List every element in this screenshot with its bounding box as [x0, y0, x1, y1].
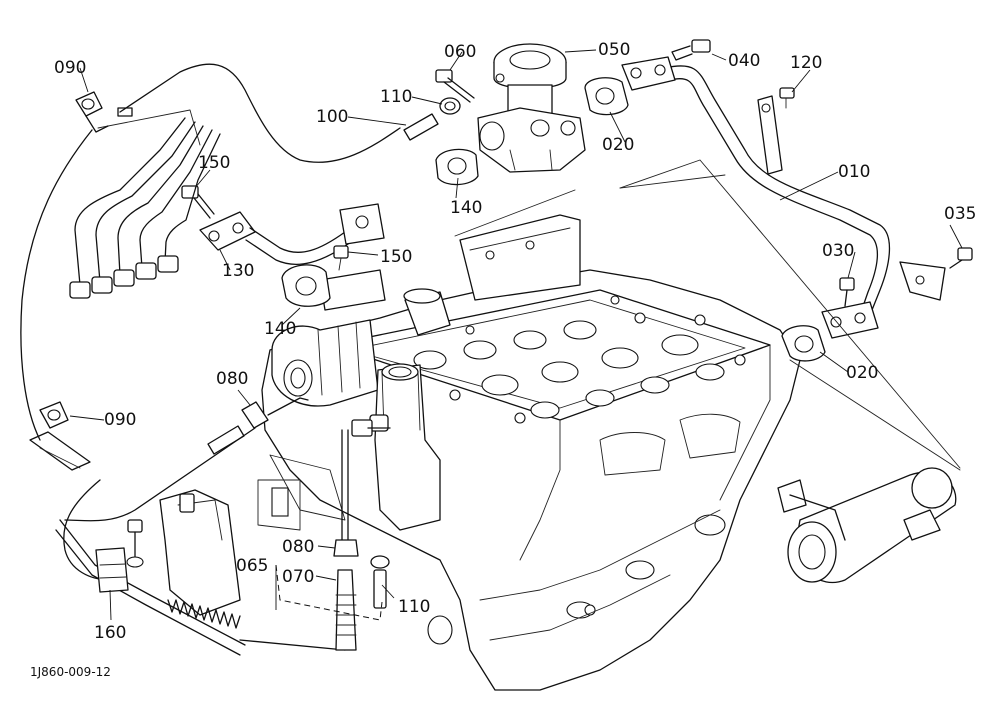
- label-020-upper: 020: [602, 135, 634, 155]
- label-140-lower: 140: [264, 319, 296, 339]
- label-080-lower: 080: [282, 537, 314, 557]
- label-150-lower: 150: [380, 247, 412, 267]
- label-060: 060: [444, 42, 476, 62]
- label-150-upper: 150: [198, 153, 230, 173]
- label-100: 100: [316, 107, 348, 127]
- part-labels: 010 020 020 030 035 040 050 060 065 070 …: [30, 40, 976, 679]
- label-010: 010: [838, 162, 870, 182]
- label-070: 070: [282, 567, 314, 587]
- clamp-110-lower: [370, 555, 390, 609]
- throttle-linkage: [55, 489, 346, 656]
- label-110-upper: 110: [380, 87, 412, 107]
- leader-lines: [69, 49, 963, 621]
- fitting-065-070: [333, 419, 391, 651]
- bolt-060: [435, 69, 475, 103]
- deck-ports: [404, 295, 746, 424]
- hose-080-upper: [64, 397, 309, 522]
- label-040: 040: [728, 51, 760, 71]
- gasket-140-lower: [281, 264, 331, 307]
- bolt-150-lower: [333, 245, 349, 271]
- egr-pipe-010: [621, 56, 946, 339]
- dashed-bracket: [275, 564, 383, 621]
- label-065: 065: [236, 556, 268, 576]
- pipe-130: [199, 203, 385, 266]
- hose-100: [403, 113, 439, 141]
- label-140-upper: 140: [450, 198, 482, 218]
- label-035: 035: [944, 204, 976, 224]
- injection-pipes: [69, 107, 221, 299]
- cylinder-head-assembly: [257, 214, 801, 691]
- bolt-030: [839, 277, 855, 307]
- label-020-lower: 020: [846, 363, 878, 383]
- bolt-150-upper: [181, 185, 215, 219]
- label-090-lower: 090: [104, 410, 136, 430]
- label-160: 160: [94, 623, 126, 643]
- label-030: 030: [822, 241, 854, 261]
- label-120: 120: [790, 53, 822, 73]
- label-080-upper: 080: [216, 369, 248, 389]
- clamp-110-upper: [439, 97, 461, 115]
- bolt-120: [779, 87, 795, 109]
- bolt-035: [949, 247, 973, 269]
- bolt-040: [671, 39, 711, 61]
- gasket-140-upper: [435, 148, 479, 186]
- gasket-020-upper: [584, 77, 629, 116]
- fuel-return-line: [20, 63, 401, 581]
- label-110-lower: 110: [398, 597, 430, 617]
- clamp-090-lower: [29, 401, 91, 471]
- egr-valve-050: [477, 43, 586, 173]
- label-130: 130: [222, 261, 254, 281]
- clamp-090-upper: [75, 91, 109, 133]
- gasket-020-lower: [781, 325, 826, 362]
- egr-cooler: [777, 467, 957, 584]
- label-050: 050: [598, 40, 630, 60]
- figure-id: 1J860-009-12: [30, 665, 111, 679]
- label-090-upper: 090: [54, 58, 86, 78]
